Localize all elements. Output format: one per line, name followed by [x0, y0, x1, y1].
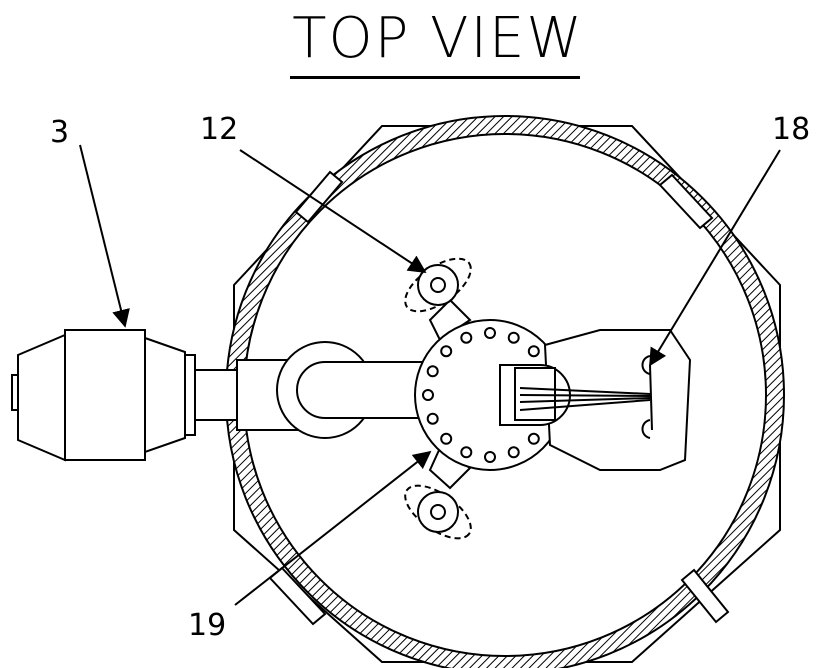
leader-19: [234, 450, 432, 606]
callout-label-12: 12: [200, 112, 239, 147]
bolt-hole: [460, 331, 473, 344]
leader-18: [649, 149, 781, 367]
port-top-left: [294, 170, 344, 224]
bolt-hole: [426, 365, 439, 378]
bolt-hole: [440, 432, 453, 445]
title-underline: [290, 76, 580, 79]
callout-label-19: 19: [188, 608, 227, 643]
bolt-hole: [507, 331, 520, 344]
bolt-hole: [440, 345, 453, 358]
bolt-hole: [426, 412, 439, 425]
bolt-hole: [484, 451, 496, 463]
motor-assembly: [11, 329, 238, 462]
leader-12: [239, 149, 427, 273]
port-top-right: [658, 173, 714, 230]
bolt-hole: [527, 345, 540, 358]
port-bottom-right: [680, 568, 730, 624]
bolt-hole: [507, 446, 520, 459]
leader-3: [79, 144, 130, 328]
pulley-top: [404, 257, 472, 313]
bolt-hole: [422, 389, 434, 401]
pulley-bottom: [404, 484, 472, 540]
transfer-arm: [236, 341, 441, 439]
callout-label-18: 18: [772, 112, 811, 147]
bolt-hole: [527, 432, 540, 445]
callout-label-3: 3: [50, 115, 70, 150]
diagram-title: TOP VIEW: [292, 6, 584, 71]
bolt-hole: [460, 446, 473, 459]
bolt-hole: [484, 327, 496, 339]
flange-19: [414, 319, 566, 471]
